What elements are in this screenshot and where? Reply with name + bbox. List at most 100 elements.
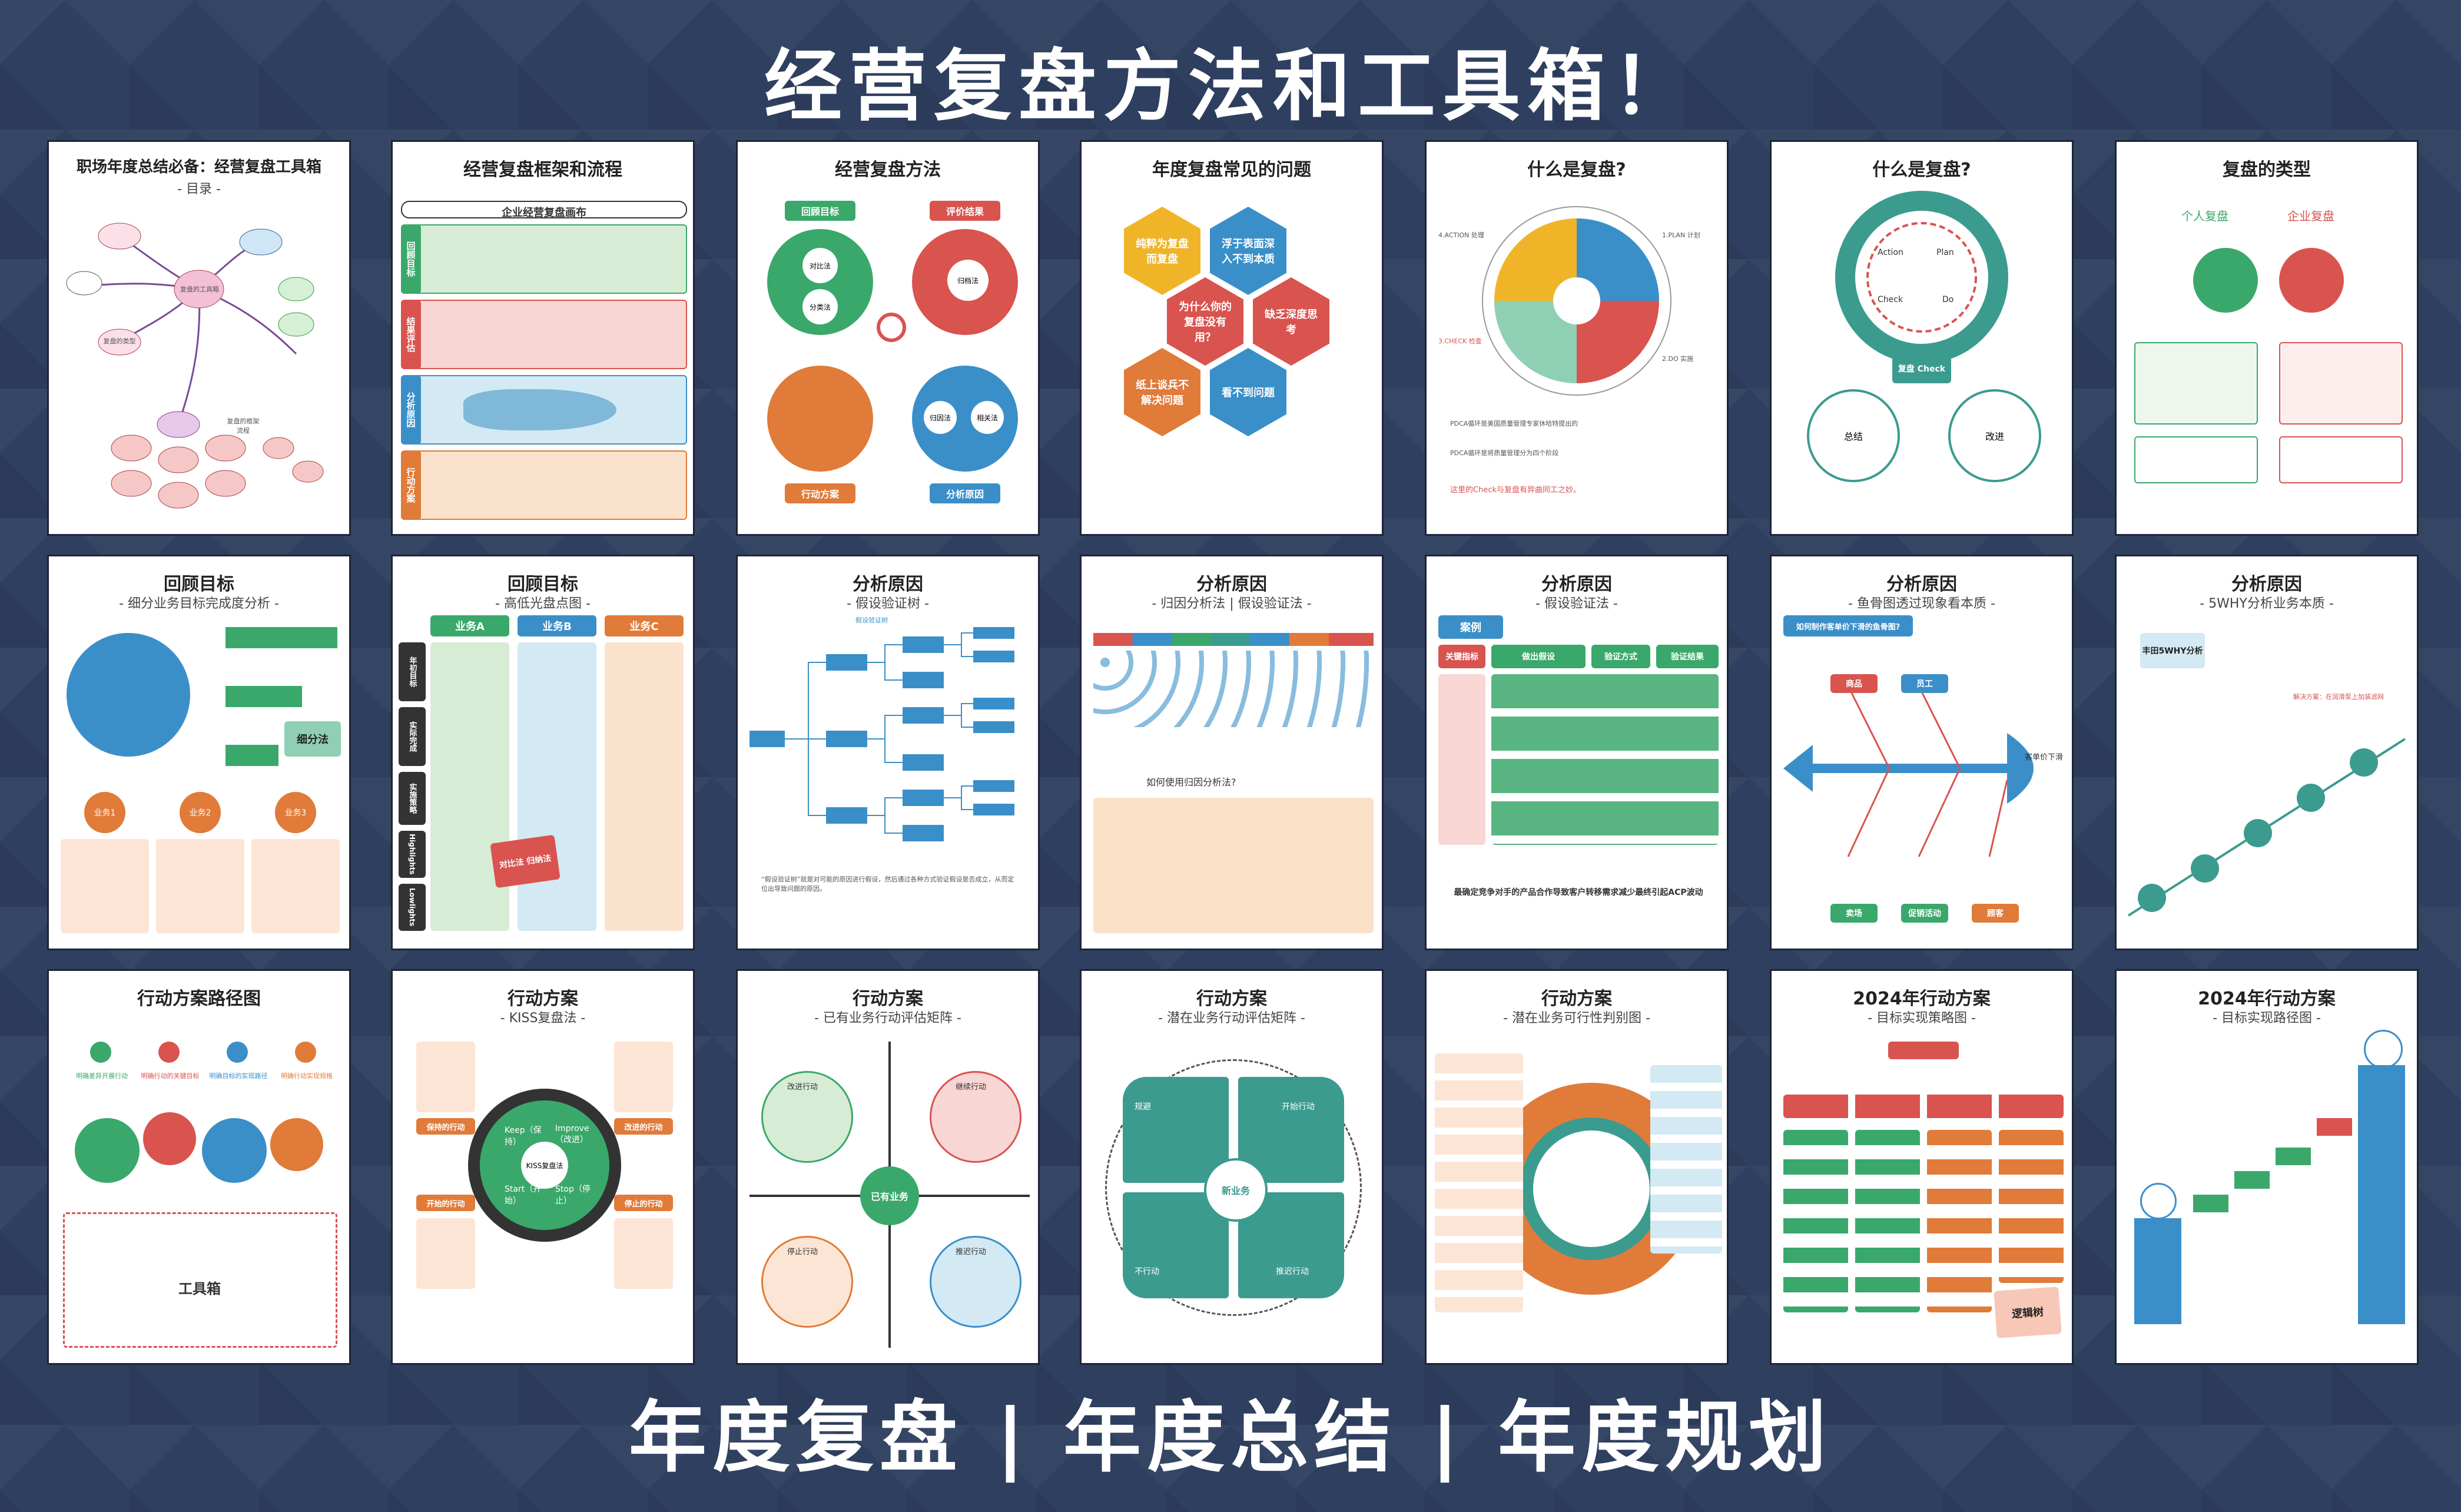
dashed-ring [1105,1059,1362,1316]
label-start: 开始的行动 [416,1195,475,1211]
row-highlights: Highlights [399,831,426,878]
card-subtitle: - 鱼骨图透过现象看本质 - [1848,596,1995,611]
cycle-ring [1835,191,2008,364]
bar-3 [225,745,278,766]
goal-circle [2364,1030,2403,1069]
circle-action [767,366,873,472]
hex-problem-center: 为什么你的复盘没有用？ [1167,277,1243,366]
card-method[interactable]: 经营复盘方法 回顾目标 评价结果 对比法 分类法 归档法 归因法 相关法 行动方… [736,140,1040,536]
card-subtitle: - 潜在业务行动评估矩阵 - [1158,1011,1305,1026]
quad-delay [930,1236,1021,1328]
type-corporate: 企业复盘 [2287,209,2334,223]
card-kiss[interactable]: 行动方案 - KISS复盘法 - Keep（保持） Improve（改进） St… [391,969,695,1365]
card-title: 职场年度总结必备：经营复盘工具箱 [76,158,321,176]
card-title: 回顾目标 [164,574,234,595]
card-title: 2024年行动方案 [2198,989,2336,1009]
start-circle [2140,1183,2177,1219]
gear-icon [202,1118,267,1183]
quad-keep: Keep（保持） [505,1126,542,1147]
bone-staff: 员工 [1901,674,1948,693]
row-action-plan [401,450,687,520]
building-icon [2279,248,2344,313]
tree-diagram [749,627,1014,841]
step-2-badge [158,1042,180,1063]
pdca-action: 4.ACTION 处理 [1438,231,1484,239]
row-target: 年初目标 [399,642,426,701]
row-label-action: 行动方案 [401,450,421,520]
stair-goal [2358,1065,2405,1324]
card-fishbone[interactable]: 分析原因 - 鱼骨图透过现象看本质 - 如何制作客单价下滑的鱼骨图? 客单价下滑… [1770,555,2074,950]
card-strategy-tree[interactable]: 2024年行动方案 - 目标实现策略图 - 逻辑树 [1770,969,2074,1365]
review-check-badge: 复盘 Check [1892,354,1951,383]
start-desc [416,1218,475,1289]
stop-desc [614,1218,673,1289]
bone-store: 卖场 [1830,904,1878,923]
gear-icon [75,1118,140,1183]
card-review-types[interactable]: 复盘的类型 个人复盘 企业复盘 [2115,140,2419,536]
card-title: 行动方案 [853,989,923,1009]
conclusion-text: 最确定竞争对手的产品合作导致客户转移需求减少最终引起ACP波动 [1454,888,1703,897]
5why-answer: 解决方案：在润滑泵上加装滤网 [2293,693,2384,701]
card-roadmap-stairs[interactable]: 2024年行动方案 - 目标实现路径图 - [2115,969,2419,1365]
card-attribution[interactable]: 分析原因 - 归因分析法 | 假设验证法 - 如何使用归因分析法? [1080,555,1384,950]
card-title: 经营复盘框架和流程 [463,160,622,180]
card-framework[interactable]: 经营复盘框架和流程 企业经营复盘画布 回顾目标 结果评估 分析原因 行动方案 [391,140,695,536]
card-hypothesis-tree[interactable]: 分析原因 - 假设验证树 - 假设验证树 “假设验证树”就是对可能的原因进行假设… [736,555,1040,950]
quad-delay-label: 推迟行动 [1276,1267,1309,1276]
row-result-eval [401,300,687,369]
kiss-center: KISS复盘法 [521,1142,568,1189]
card-subtitle: - 目标实现路径图 - [2213,1011,2321,1026]
card-5why[interactable]: 分析原因 - 5WHY分析业务本质 - 丰田5WHY分析 解决方案：在润滑泵上加… [2115,555,2419,950]
card-common-problems[interactable]: 年度复盘常见的问题 纯粹为复盘而复盘 浮于表面深入不到本质 为什么你的复盘没有用… [1080,140,1384,536]
quad-stop [761,1236,853,1328]
bone-promo: 促销活动 [1901,904,1948,923]
card-potential-matrix[interactable]: 行动方案 - 潜在业务行动评估矩阵 - 新业务 规避 开始行动 不行动 推迟行动 [1080,969,1384,1365]
cycle-plan: Plan [1936,248,1954,257]
card-title: 什么是复盘? [1872,160,1971,180]
card-what-is-review-cycle[interactable]: 什么是复盘? Action Plan Check Do 复盘 Check 总结 … [1770,140,2074,536]
biz2-desc [156,839,244,933]
quad-improve: Improve（改进） [555,1124,589,1145]
card-title: 分析原因 [853,574,923,595]
label-review-goal: 回顾目标 [785,201,855,221]
bottom-title: 年度复盘 | 年度总结 | 年度规划 [628,1392,1833,1483]
method-tag: 细分法 [284,721,341,757]
card-action-roadmap[interactable]: 行动方案路径图 明确差异开展行动 明确行动的关键目标 明确目标的实现路径 明确行… [47,969,351,1365]
quad-stop-label: 停止行动 [787,1248,818,1256]
quad-continue-label: 继续行动 [956,1083,987,1092]
card-what-is-review-pdca[interactable]: 什么是复盘? 1.PLAN 计划 2.DO 实施 3.CHECK 检查 4.AC… [1425,140,1729,536]
header-key-metric: 关键指标 [1438,645,1485,668]
quad-delay-label: 推迟行动 [956,1248,987,1256]
summary-circle: 总结 [1807,389,1900,482]
stair-1 [2193,1195,2228,1212]
card-existing-matrix[interactable]: 行动方案 - 已有业务行动评估矩阵 - 已有业务 改进行动 继续行动 停止行动 … [736,969,1040,1365]
label-action: 行动方案 [785,483,855,503]
cycle-action: Action [1878,248,1903,257]
col-biz-a: 业务A [430,615,509,636]
card-hypothesis-validation[interactable]: 分析原因 - 假设验证法 - 案例 关键指标 做出假设 验证方式 验证结果 最确… [1425,555,1729,950]
card-toolbox-catalog[interactable]: 职场年度总结必备：经营复盘工具箱 - 目录 - 复盘的工具箱 复盘的框架流程 复… [47,140,351,536]
card-highlights[interactable]: 回顾目标 - 高低光盘点图 - 业务A 业务B 业务C 年初目标 实际完成 实施… [391,555,695,950]
fishbone-question: 如何制作客单价下滑的鱼骨图? [1783,615,1913,636]
step-1-badge [90,1042,111,1063]
card-feasibility[interactable]: 行动方案 - 潜在业务可行性判别图 - [1425,969,1729,1365]
header-hypothesis: 做出假设 [1491,645,1586,668]
label-improve: 改进的行动 [614,1118,673,1135]
improve-desc [614,1042,673,1112]
card-subtitle: - 已有业务行动评估矩阵 - [814,1011,961,1026]
pdca-note-2: PDCA循环是将质量管理分为四个阶段 [1450,449,1559,457]
cycle-check: Check [1878,295,1903,304]
acp-col [1438,674,1485,845]
card-subtitle: - 5WHY分析业务本质 - [2200,596,2334,611]
row-label-cause: 分析原因 [401,375,421,445]
card-title: 分析原因 [1541,574,1612,595]
inner-compare: 对比法 [802,248,838,283]
bone-product: 商品 [1830,674,1878,693]
mindmap-node-types: 复盘的类型 [103,337,136,345]
fishbone-head: 客单价下滑 [2025,753,2064,762]
row-strategy: 实施策略 [399,772,426,825]
tree-root [1888,1042,1959,1059]
5why-tag: 丰田5WHY分析 [2140,633,2205,668]
card-goal-breakdown[interactable]: 回顾目标 - 细分业务目标完成度分析 - 细分法 业务1 业务2 业务3 [47,555,351,950]
badge-biz3: 业务3 [275,792,316,833]
